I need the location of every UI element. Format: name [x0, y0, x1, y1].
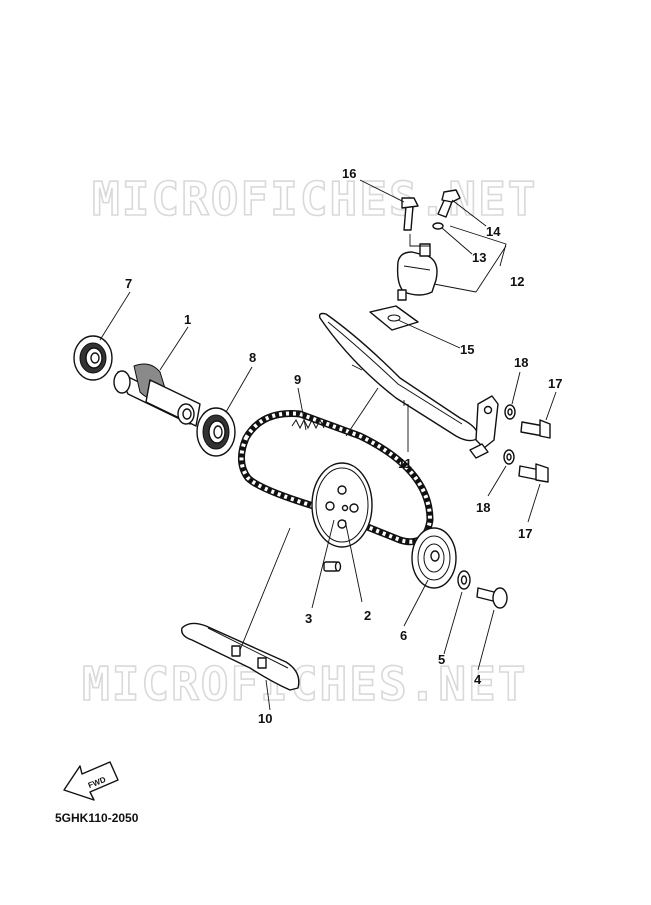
part-17-bolt-upper[interactable] — [520, 419, 551, 439]
callout-13: 13 — [472, 250, 486, 265]
part-11-tensioner-guide[interactable] — [318, 312, 499, 459]
callout-2: 2 — [364, 608, 371, 623]
callout-15: 15 — [460, 342, 474, 357]
callout-9: 9 — [294, 372, 301, 387]
part-14-bolt[interactable] — [437, 189, 461, 218]
part-8-bearing[interactable] — [196, 407, 236, 457]
part-18-washer-upper[interactable] — [504, 404, 516, 420]
part-12-tensioner[interactable] — [396, 243, 438, 301]
callout-3: 3 — [305, 611, 312, 626]
part-17-bolt-lower[interactable] — [518, 463, 549, 483]
callout-4: 4 — [474, 672, 482, 687]
part-5-washer[interactable] — [457, 570, 471, 590]
callout-18-upper: 18 — [514, 355, 528, 370]
part-2-sprocket[interactable] — [311, 462, 373, 548]
part-13-o-ring[interactable] — [432, 222, 444, 230]
part-10-chain-guide[interactable] — [181, 622, 300, 691]
callout-17-lower: 17 — [518, 526, 532, 541]
part-6-plate[interactable] — [411, 527, 457, 589]
part-1-camshaft[interactable] — [113, 363, 201, 427]
callout-11: 11 — [398, 456, 412, 471]
callout-5: 5 — [438, 652, 445, 667]
callout-1: 1 — [184, 312, 191, 327]
callout-6: 6 — [400, 628, 407, 643]
callout-18-lower: 18 — [476, 500, 490, 515]
callout-16: 16 — [342, 166, 356, 181]
part-15-gasket[interactable] — [369, 305, 419, 331]
part-18-washer-lower[interactable] — [503, 449, 515, 465]
callout-8: 8 — [249, 350, 256, 365]
leader-lines — [99, 179, 557, 711]
part-4-bolt[interactable] — [476, 587, 508, 609]
diagram-code: 5GHK110-2050 — [55, 811, 139, 825]
fwd-arrow-icon: FWD — [63, 761, 119, 801]
callout-17-upper: 17 — [548, 376, 562, 391]
watermark-top: MICROFICHES.NET — [92, 172, 537, 226]
callout-7: 7 — [125, 276, 132, 291]
callout-12: 12 — [510, 274, 524, 289]
callout-14: 14 — [486, 224, 501, 239]
callout-10: 10 — [258, 711, 272, 726]
part-7-bearing[interactable] — [73, 335, 113, 381]
watermark-bottom: MICROFICHES.NET — [82, 657, 527, 711]
part-3-pin[interactable] — [323, 561, 342, 572]
part-16-bolt[interactable] — [401, 197, 419, 231]
